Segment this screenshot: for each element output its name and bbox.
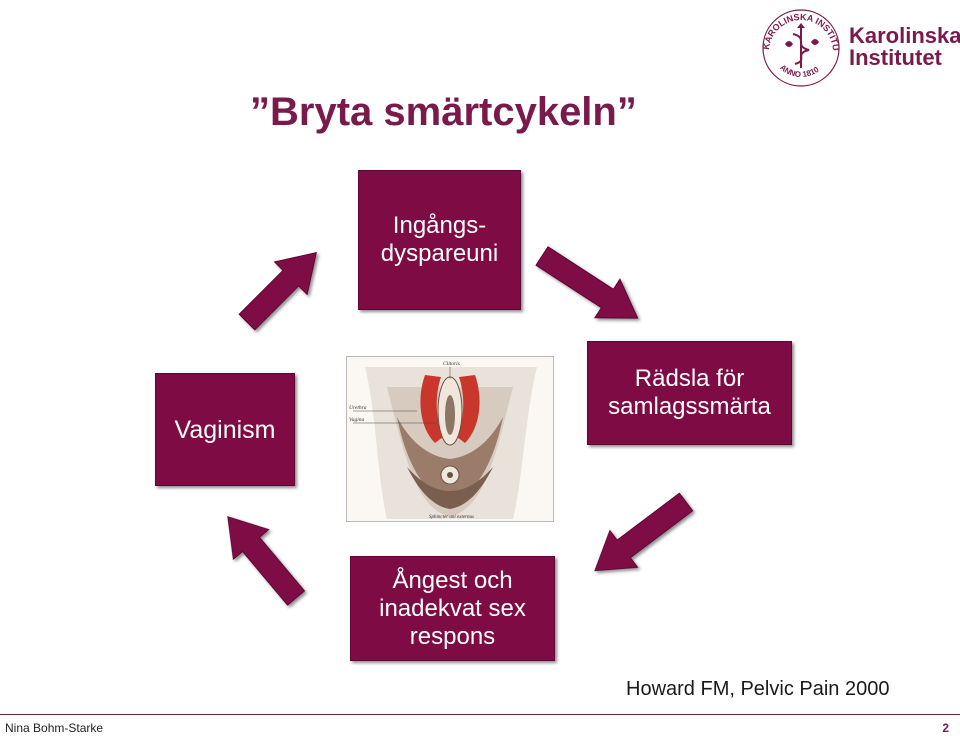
pelvic-anatomy-image: Clitoris Urethra Vagina Sphincter ani ex… — [349, 361, 537, 520]
logo-wordmark-line2: Institutet — [849, 45, 942, 70]
svg-text:ANNO 1810: ANNO 1810 — [778, 63, 821, 79]
arrow-top-to-right — [535, 246, 639, 319]
anatomy-label-bottom: Sphincter ani externus — [429, 515, 474, 520]
arrow-bottom-to-left — [227, 516, 306, 606]
arrow-left-to-top — [238, 252, 317, 331]
box-text-line: Rädsla för — [634, 365, 745, 392]
karolinska-logo: KAROLINSKA INSTITUTET ANNO 1810 Karolins… — [757, 4, 960, 88]
karolinska-seal-icon: KAROLINSKA INSTITUTET ANNO 1810 — [757, 4, 841, 87]
box-text-line: Ångest och — [392, 566, 513, 594]
box-text-line: respons — [409, 622, 496, 650]
box-text-line: samlagssmärta — [608, 393, 771, 420]
arrow-right-to-bottom — [594, 492, 694, 572]
cycle-box-angest: Ångest och inadekvat sex respons — [350, 556, 555, 661]
box-text-line: Vaginism — [174, 415, 276, 444]
anatomy-label-left2: Vagina — [349, 417, 365, 423]
box-text-line: dyspareuni — [380, 240, 499, 267]
footer-divider — [0, 714, 960, 715]
cycle-box-ingangsdyspareuni: Ingångs- dyspareuni — [358, 170, 521, 310]
box-text-line: Ingångs- — [392, 212, 487, 239]
page-number: 2 — [942, 721, 949, 735]
box-text-line: inadekvat sex — [379, 594, 526, 622]
logo-wordmark-line1: Karolinska — [849, 23, 960, 48]
citation: Howard FM, Pelvic Pain 2000 — [626, 678, 890, 700]
cycle-box-radsla: Rädsla för samlagssmärta — [587, 341, 792, 445]
pelvic-floor-illustration: Clitoris Urethra Vagina Sphincter ani ex… — [346, 356, 554, 522]
footer-author: Nina Bohm-Starke — [5, 721, 104, 735]
slide-title: ”Bryta smärtcykeln” — [250, 90, 637, 134]
cycle-box-vaginism: Vaginism — [155, 373, 295, 486]
anatomy-label-left1: Urethra — [349, 405, 367, 411]
anatomy-label-top: Clitoris — [443, 361, 460, 367]
